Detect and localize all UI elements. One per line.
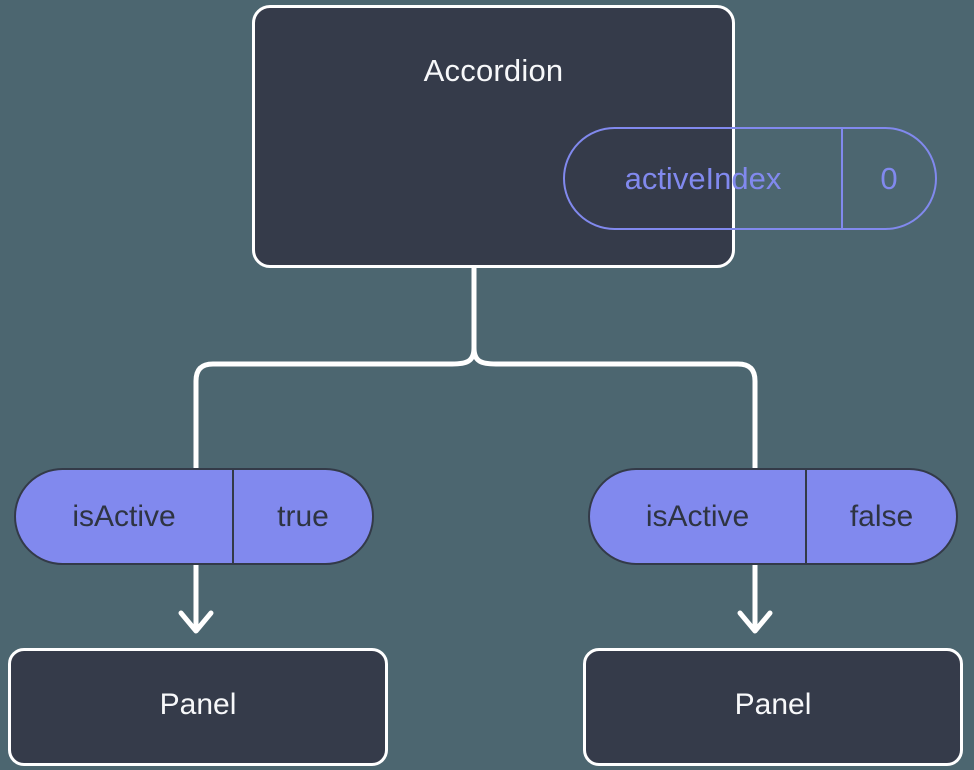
child-component-label-left: Panel — [159, 688, 237, 721]
child-prop-value-right: false — [849, 499, 914, 533]
fork-connector-icon — [193, 265, 758, 471]
child-prop-key-left: isActive — [16, 470, 234, 563]
parent-state-key: activeIndex — [565, 129, 843, 228]
child-prop-key-right: isActive — [590, 470, 807, 563]
child-component-node-left[interactable]: Panel — [8, 648, 388, 766]
child-prop-value-left: true — [277, 499, 329, 533]
child-component-node-right[interactable]: Panel — [583, 648, 963, 766]
child-prop-pill-left[interactable]: isActive true — [14, 468, 374, 565]
child-prop-pill-right[interactable]: isActive false — [588, 468, 958, 565]
parent-state-value: 0 — [880, 161, 898, 196]
arrow-down-icon — [737, 562, 773, 634]
child-component-label-right: Panel — [734, 688, 812, 721]
parent-state-pill[interactable]: activeIndex 0 — [563, 127, 937, 230]
parent-component-title: Accordion — [423, 53, 564, 88]
parent-component-node[interactable]: Accordion activeIndex 0 — [252, 5, 937, 268]
arrow-down-icon — [178, 562, 214, 634]
